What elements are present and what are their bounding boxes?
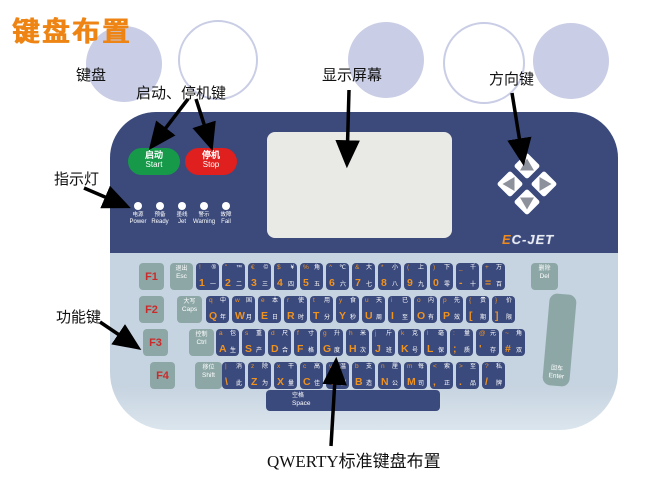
key-r4-1[interactable]: |消\此 bbox=[222, 362, 245, 389]
decorative-circle bbox=[178, 20, 258, 100]
callout-function-keys: 功能键 bbox=[56, 310, 102, 326]
del-key[interactable]: 删除 Del bbox=[531, 263, 558, 290]
key-r2-12[interactable]: }价]限 bbox=[492, 296, 515, 323]
space-key[interactable]: 空格 Space bbox=[266, 390, 440, 411]
key-r3-12[interactable]: ~角#双 bbox=[502, 329, 525, 356]
indicator-led bbox=[222, 202, 230, 210]
key-r3-10[interactable]: :量;质 bbox=[450, 329, 473, 356]
callout-indicator: 指示灯 bbox=[54, 172, 100, 188]
key-r4-11[interactable]: ?私/牌 bbox=[482, 362, 505, 389]
key-f2[interactable]: F2 bbox=[139, 296, 164, 323]
decorative-circle bbox=[443, 22, 525, 104]
shift-key[interactable]: 移位 Shift bbox=[195, 362, 222, 389]
down-triangle-icon bbox=[520, 197, 534, 210]
arrow-down-key[interactable] bbox=[514, 189, 541, 216]
key-f1[interactable]: F1 bbox=[139, 263, 164, 290]
indicator-led bbox=[134, 202, 142, 210]
display-screen bbox=[267, 132, 452, 238]
callout-direction: 方向键 bbox=[489, 72, 535, 88]
key-r1-12[interactable]: +万=百 bbox=[482, 263, 505, 290]
decorative-circle bbox=[86, 26, 162, 102]
ecjet-logo: EC-JET bbox=[502, 232, 555, 247]
key-r3-11[interactable]: @元'存 bbox=[476, 329, 499, 356]
indicator-led bbox=[156, 202, 164, 210]
decorative-circle bbox=[348, 22, 424, 98]
caps-key[interactable]: 大写 Caps bbox=[177, 296, 202, 323]
indicator-led bbox=[178, 202, 186, 210]
key-r4-9[interactable]: <索,正 bbox=[430, 362, 453, 389]
key-f4[interactable]: F4 bbox=[150, 362, 175, 389]
key-r4-10[interactable]: >至.品 bbox=[456, 362, 479, 389]
direction-pad bbox=[497, 153, 558, 216]
callout-keyboard: 键盘 bbox=[76, 68, 107, 84]
ctrl-key[interactable]: 控制 Ctrl bbox=[189, 329, 214, 356]
callout-qwerty: QWERTY标准键盘布置 bbox=[267, 452, 441, 471]
key-r1-11[interactable]: _千-十 bbox=[456, 263, 479, 290]
page-title: 键盘布置 bbox=[12, 17, 132, 48]
start-button[interactable]: 启动 Start bbox=[128, 148, 180, 175]
callout-start-stop: 启动、停机键 bbox=[136, 86, 227, 102]
esc-key[interactable]: 退出 Esc bbox=[170, 263, 193, 290]
indicator-led bbox=[200, 202, 208, 210]
key-f3[interactable]: F3 bbox=[143, 329, 168, 356]
decorative-circle bbox=[533, 23, 609, 99]
arrow-right-key[interactable] bbox=[531, 171, 558, 198]
left-triangle-icon bbox=[502, 177, 515, 191]
stop-button[interactable]: 停机 Stop bbox=[185, 148, 237, 175]
key-r2-11[interactable]: {贵[期 bbox=[466, 296, 489, 323]
arrow-up-key[interactable] bbox=[514, 153, 541, 180]
arrow-left-key[interactable] bbox=[497, 171, 524, 198]
callout-screen: 显示屏幕 bbox=[322, 68, 383, 84]
right-triangle-icon bbox=[539, 177, 552, 191]
